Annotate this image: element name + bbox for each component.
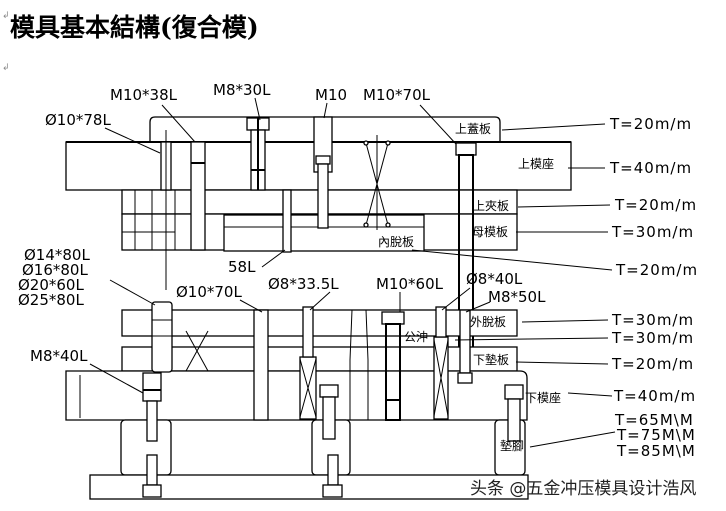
callout-m10: M10 [315, 86, 347, 104]
guide-bush [151, 301, 173, 373]
callout-pin-10-70: Ø10*70L [176, 283, 242, 301]
plate-label-top-cover: 上蓋板 [455, 122, 491, 136]
thickness-outer-stripper: T=30m/m [611, 311, 694, 329]
leader-line [567, 392, 613, 397]
leader-line [465, 301, 491, 313]
plate-label-outer-stripper: 外脫板 [470, 314, 506, 329]
screw-m10-60-body [385, 323, 401, 421]
thickness-female-die: T=30m/m [611, 223, 694, 241]
plate-label-inner-stripper: 內脫板 [378, 234, 414, 249]
plate-label-upper-seat: 上模座 [518, 156, 554, 171]
leader-line [323, 102, 328, 119]
leader-line [254, 97, 261, 121]
leader-line [261, 249, 286, 268]
spring [433, 339, 449, 417]
plate-label-female-die: 母模板 [472, 225, 508, 239]
screw-body [507, 398, 521, 442]
lower-die-seat [65, 370, 528, 421]
plate-label-lower-backing: 下墊板 [473, 353, 509, 367]
callout-58l: 58L [228, 258, 256, 276]
thickness-spacer-65: T=65M\M [614, 411, 694, 429]
leader-line [521, 319, 609, 323]
diagram-title: 模具基本結構(復合模) [10, 13, 259, 42]
spring [185, 330, 209, 372]
leader-line [517, 204, 611, 208]
bottom-plate [89, 474, 529, 500]
screw-m10-head [315, 155, 331, 165]
callout-bush-4: Ø25*80L [18, 291, 84, 309]
leader-line [109, 279, 156, 306]
thickness-upper-seat: T=40m/m [609, 159, 692, 177]
spring-end [385, 140, 391, 146]
leader-line [411, 249, 613, 271]
leader-line [161, 104, 196, 143]
callout-m8-30: M8*30L [213, 81, 271, 99]
screw-m10-70-head [455, 142, 477, 156]
callout-m8-40: M8*40L [30, 347, 88, 365]
screw-head [322, 484, 343, 498]
thickness-upper-clamp: T=20m/m [614, 196, 697, 214]
leader-line [239, 299, 263, 313]
thickness-lower-seat: T=40m/m [613, 387, 696, 405]
screw-m10-body [317, 163, 329, 229]
screw-body [146, 400, 158, 442]
callout-m8-50: M8*50L [488, 288, 546, 306]
screw-m10-60-head [381, 311, 405, 325]
screw-body [322, 396, 336, 440]
screw-body [327, 454, 339, 486]
thickness-top-cover: T=20m/m [609, 115, 692, 133]
screw-m10-38 [190, 141, 206, 251]
screw-body [146, 454, 158, 486]
leader-line [309, 291, 331, 311]
plate-label-punch: 公沖 [404, 330, 428, 344]
thickness-spacer-85: T=85M\M [616, 442, 696, 460]
screw-head [142, 484, 162, 498]
screw-head [504, 384, 524, 400]
spring [299, 358, 317, 418]
leader-line [529, 431, 616, 448]
screw-m8-50-head [457, 372, 473, 384]
pin-shank [435, 306, 447, 338]
spring-end [363, 140, 369, 146]
thickness-lower-backing: T=20m/m [611, 355, 694, 373]
callout-m10-60: M10*60L [376, 275, 444, 293]
plate-label-spacer-foot: 墊腳 [500, 439, 524, 453]
thickness-inner-stripper: T=20m/m [615, 261, 698, 279]
corner-mark: ↲ [2, 63, 10, 73]
pin-58 [282, 189, 292, 253]
thickness-punch: T=30m/m [611, 329, 694, 347]
outer-stripper-plate [121, 309, 518, 337]
leader-line [104, 127, 161, 154]
callout-m10-38: M10*38L [110, 86, 178, 104]
plate-label-upper-clamp: 上夾板 [473, 199, 509, 213]
thickness-spacer-75: T=75M\M [616, 426, 696, 444]
screw-m8-40 [142, 372, 162, 402]
plate-label-lower-seat: 下模座 [525, 390, 561, 405]
callout-guide-pin: Ø10*78L [45, 111, 111, 129]
spacer-foot [120, 419, 172, 476]
screw-m8-50 [459, 309, 471, 374]
callout-pin-8-33: Ø8*33.5L [268, 275, 339, 293]
leader-line [501, 123, 606, 131]
callout-m10-70: M10*70L [363, 86, 431, 104]
screw-head [319, 384, 339, 398]
leader-line [441, 287, 471, 311]
pin-shank [302, 306, 314, 358]
callout-pin-8-40: Ø8*40L [466, 270, 523, 288]
spring-end [363, 222, 369, 228]
spring-end [385, 222, 391, 228]
watermark: 头条 @五金冲压模具设计浩风 [470, 479, 696, 499]
callout-bush-2: Ø16*80L [22, 261, 88, 279]
callout-bush-3: Ø20*60L [18, 276, 84, 294]
leader-line [454, 337, 609, 341]
callout-bush-1: Ø14*80L [24, 246, 90, 264]
punch [349, 309, 369, 420]
leader-line [515, 361, 609, 365]
leader-line [419, 104, 457, 145]
pin-10-70 [253, 309, 269, 421]
corner-mark: ↲ [2, 11, 10, 21]
lower-backing-plate [121, 346, 518, 372]
leader-line [89, 363, 144, 394]
